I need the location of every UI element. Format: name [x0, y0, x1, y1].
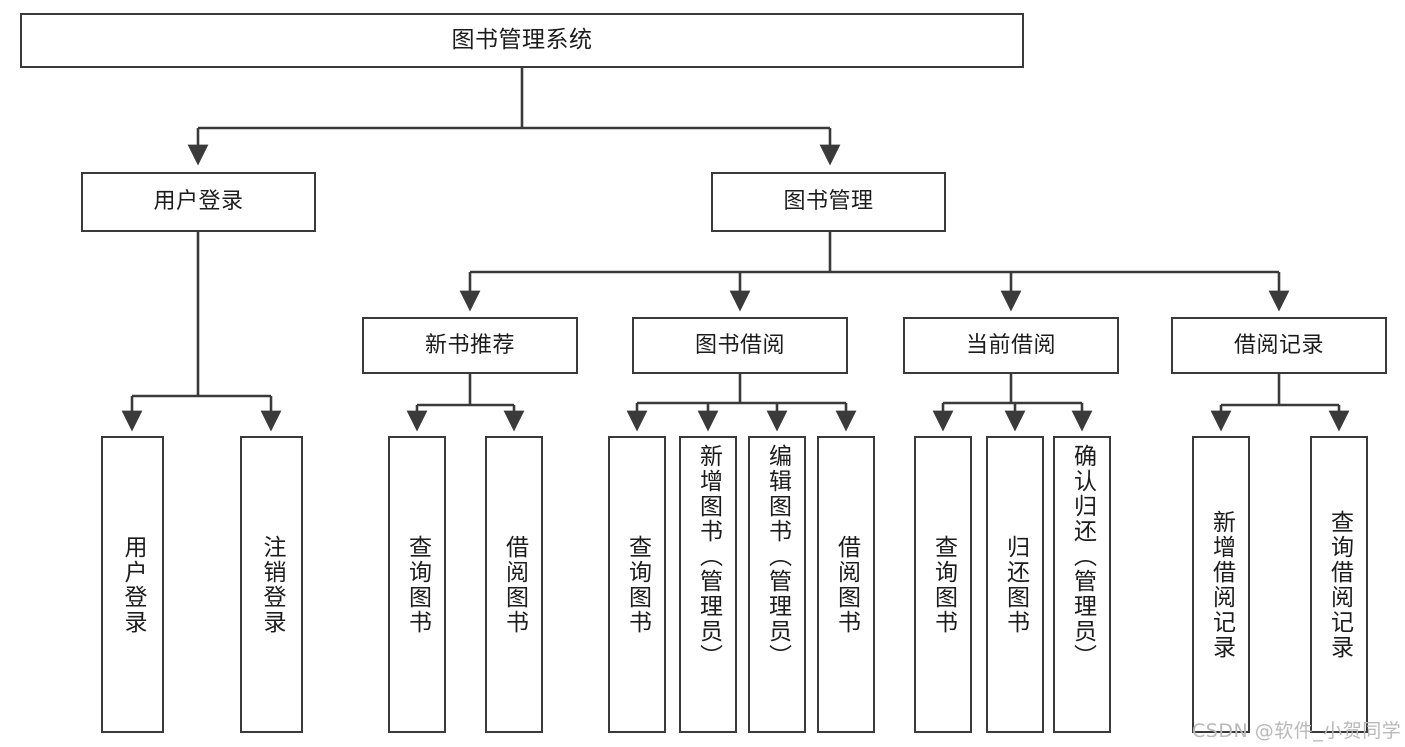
node-label: 注销登录 [259, 534, 285, 635]
node-leaf-add-borrow-record[interactable]: 新增借阅记录 [1192, 436, 1250, 733]
node-book-manage[interactable]: 图书管理 [711, 172, 946, 232]
node-label: 借阅图书 [501, 534, 528, 635]
node-label: 新增图书（管理员） [695, 444, 722, 669]
node-leaf-borrow-book-rec[interactable]: 借阅图书 [485, 436, 543, 733]
node-book-borrow[interactable]: 图书借阅 [632, 317, 848, 374]
node-leaf-query-book-borrow[interactable]: 查询图书 [608, 436, 666, 733]
node-label: 查询图书 [404, 534, 431, 635]
csdn-watermark: CSDN @软件_小贺同学 [1192, 720, 1402, 742]
node-label: 借阅记录 [1233, 332, 1324, 358]
node-label: 查询借阅记录 [1326, 509, 1353, 660]
node-label: 编辑图书（管理员） [764, 444, 791, 669]
node-leaf-borrow-book-borrow[interactable]: 借阅图书 [817, 436, 875, 733]
node-label: 查询图书 [930, 534, 957, 635]
node-leaf-query-book-rec[interactable]: 查询图书 [388, 436, 446, 733]
node-label: 用户登录 [153, 189, 244, 215]
node-new-book-recommend[interactable]: 新书推荐 [362, 317, 578, 374]
node-label: 确认归还（管理员） [1069, 444, 1096, 669]
node-leaf-query-borrow-record[interactable]: 查询借阅记录 [1310, 436, 1368, 733]
node-leaf-confirm-return-admin[interactable]: 确认归还（管理员） [1053, 436, 1111, 733]
node-label: 新书推荐 [424, 332, 515, 358]
node-label: 借阅图书 [833, 534, 860, 635]
node-root-system[interactable]: 图书管理系统 [20, 13, 1024, 68]
node-leaf-user-login[interactable]: 用户登录 [101, 436, 164, 733]
node-label: 当前借阅 [965, 332, 1056, 358]
node-label: 图书管理 [783, 189, 874, 215]
node-label: 归还图书 [1002, 534, 1029, 635]
node-leaf-query-book-current[interactable]: 查询图书 [914, 436, 972, 733]
node-leaf-logout[interactable]: 注销登录 [240, 436, 303, 733]
node-label: 用户登录 [120, 534, 146, 635]
node-leaf-return-book[interactable]: 归还图书 [986, 436, 1044, 733]
node-label: 查询图书 [624, 534, 651, 635]
node-label: 图书借阅 [694, 332, 785, 358]
node-leaf-edit-book-admin[interactable]: 编辑图书（管理员） [748, 436, 806, 733]
node-current-borrow[interactable]: 当前借阅 [903, 317, 1119, 374]
node-label: 新增借阅记录 [1208, 509, 1235, 660]
node-user-login[interactable]: 用户登录 [81, 172, 316, 232]
node-label: 图书管理系统 [451, 26, 593, 53]
node-borrow-record[interactable]: 借阅记录 [1171, 317, 1387, 374]
node-leaf-add-book-admin[interactable]: 新增图书（管理员） [679, 436, 737, 733]
